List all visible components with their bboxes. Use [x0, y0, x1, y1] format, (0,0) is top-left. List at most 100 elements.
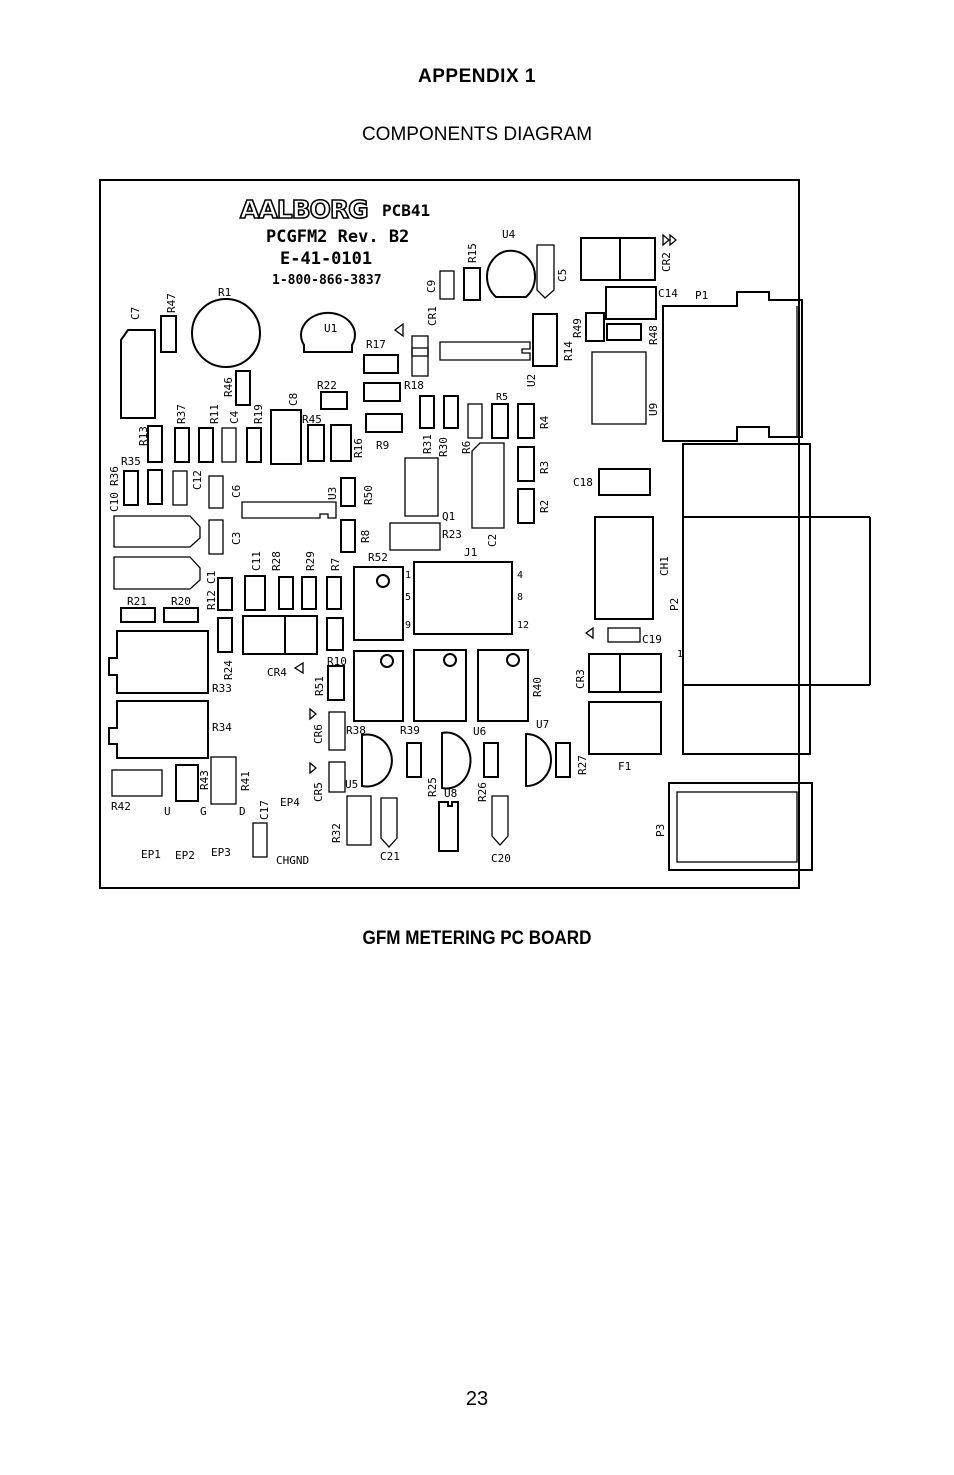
- component-labels: R1 R47 C7 U1 R17 R22 R18 R9 R46 R13 R37 …: [108, 228, 708, 867]
- pcb-id: PCB41: [382, 201, 430, 220]
- r33-outline: [108, 630, 209, 694]
- page-number: 23: [465, 1388, 489, 1410]
- c4-outline: [221, 427, 237, 463]
- label-c14: C14: [658, 287, 678, 300]
- r13-outline: [147, 425, 163, 463]
- r14-outline: [532, 313, 558, 367]
- c20-outline: [491, 795, 509, 846]
- cr6-diode-symbol: [309, 707, 318, 721]
- label-r50: R50: [362, 485, 375, 505]
- r6-outline: [467, 403, 483, 439]
- label-r26: R26: [476, 782, 489, 802]
- ch1-outline: [594, 516, 654, 620]
- label-cr3: CR3: [574, 669, 587, 689]
- u2-strip-outline: [439, 341, 531, 361]
- cr3-outline: [588, 653, 662, 693]
- label-c10-r36: C10: [108, 492, 121, 512]
- r45a-outline: [307, 424, 325, 462]
- label-r29: R29: [304, 551, 317, 571]
- label-r47: R47: [165, 293, 178, 313]
- label-cr2: CR2: [660, 252, 673, 272]
- label-u8: U8: [444, 787, 457, 800]
- r28-outline: [278, 576, 294, 610]
- r35-outline: [147, 469, 163, 505]
- r20-outline: [163, 607, 199, 623]
- cr3-diode-symbol: [584, 626, 594, 640]
- c7-outline: [120, 329, 156, 419]
- label-c4: C4: [228, 410, 241, 424]
- c5-outline: [536, 244, 555, 299]
- p1-outline: [662, 291, 803, 442]
- label-cr4: CR4: [267, 666, 287, 679]
- label-u3: U3: [326, 487, 339, 500]
- label-pin-u: U: [164, 805, 171, 818]
- label-r18: R18: [404, 379, 424, 392]
- label-r3: R3: [538, 461, 551, 474]
- r40-outline: [477, 649, 529, 722]
- label-c12: C12: [191, 470, 204, 490]
- k1-outline: [353, 566, 404, 641]
- label-r37: R37: [175, 404, 188, 424]
- label-r34: R34: [212, 721, 232, 734]
- label-c5: C5: [556, 269, 569, 282]
- f1-outline: [588, 701, 662, 755]
- label-c11: C11: [250, 551, 263, 571]
- r42-outline: [111, 769, 163, 797]
- r3-outline: [517, 446, 535, 482]
- diagram-subtitle: COMPONENTS DIAGRAM: [361, 124, 593, 145]
- label-r24: R24: [222, 660, 235, 680]
- r34-outline: [108, 700, 209, 759]
- r10-outline: [326, 617, 344, 651]
- label-r27: R27: [576, 755, 589, 775]
- label-r30: R30: [437, 437, 450, 457]
- u5-pad-outline: [328, 761, 346, 793]
- r22-outline: [320, 391, 348, 410]
- r7-outline: [326, 576, 342, 610]
- c11-outline: [244, 575, 266, 611]
- k2-outline: [353, 650, 404, 722]
- label-r13: R13: [137, 426, 150, 446]
- r37-outline: [174, 427, 190, 463]
- r46-outline: [235, 370, 251, 406]
- r15-outline: [463, 267, 481, 301]
- label-c2: C2: [486, 534, 499, 547]
- c21-outline: [380, 797, 398, 848]
- label-r31: R31: [421, 434, 434, 454]
- label-c7: C7: [129, 307, 142, 320]
- brand-logo: AALBORG: [240, 195, 368, 224]
- r51-outline: [327, 665, 345, 701]
- r31-outline: [419, 395, 435, 429]
- label-j1-pin-9: 9: [405, 620, 411, 631]
- label-r48: R48: [647, 325, 660, 345]
- label-r19: R19: [252, 404, 265, 424]
- r47-outline: [160, 315, 177, 353]
- r36-outline: [123, 470, 139, 506]
- r30-outline: [443, 395, 459, 429]
- label-r14: R14: [562, 341, 575, 361]
- label-r20: R20: [171, 595, 191, 608]
- label-p2: P2: [668, 598, 681, 611]
- label-r17: R17: [366, 338, 386, 351]
- label-r25: R25: [426, 777, 439, 797]
- label-r21: R21: [127, 595, 147, 608]
- r49-outline: [585, 312, 605, 342]
- r32-outline: [346, 795, 372, 846]
- label-r32: R32: [330, 823, 343, 843]
- c12-outline: [172, 470, 188, 506]
- label-c19: C19: [642, 633, 662, 646]
- r29-outline: [301, 576, 317, 610]
- label-r35: R35: [121, 455, 141, 468]
- r2-outline: [517, 488, 535, 524]
- cr2-diode-symbol: [662, 233, 678, 247]
- label-f1: F1: [618, 760, 631, 773]
- label-r1: R1: [218, 286, 231, 299]
- label-r52: R52: [368, 551, 388, 564]
- label-c20: C20: [491, 852, 511, 865]
- label-j1-pin-12: 12: [517, 620, 529, 631]
- label-p1: P1: [695, 289, 708, 302]
- label-r43: R43: [198, 770, 211, 790]
- label-r38: R38: [346, 724, 366, 737]
- r50-outline: [340, 477, 356, 507]
- r9-outline: [365, 413, 403, 433]
- u7-outline: [525, 732, 552, 788]
